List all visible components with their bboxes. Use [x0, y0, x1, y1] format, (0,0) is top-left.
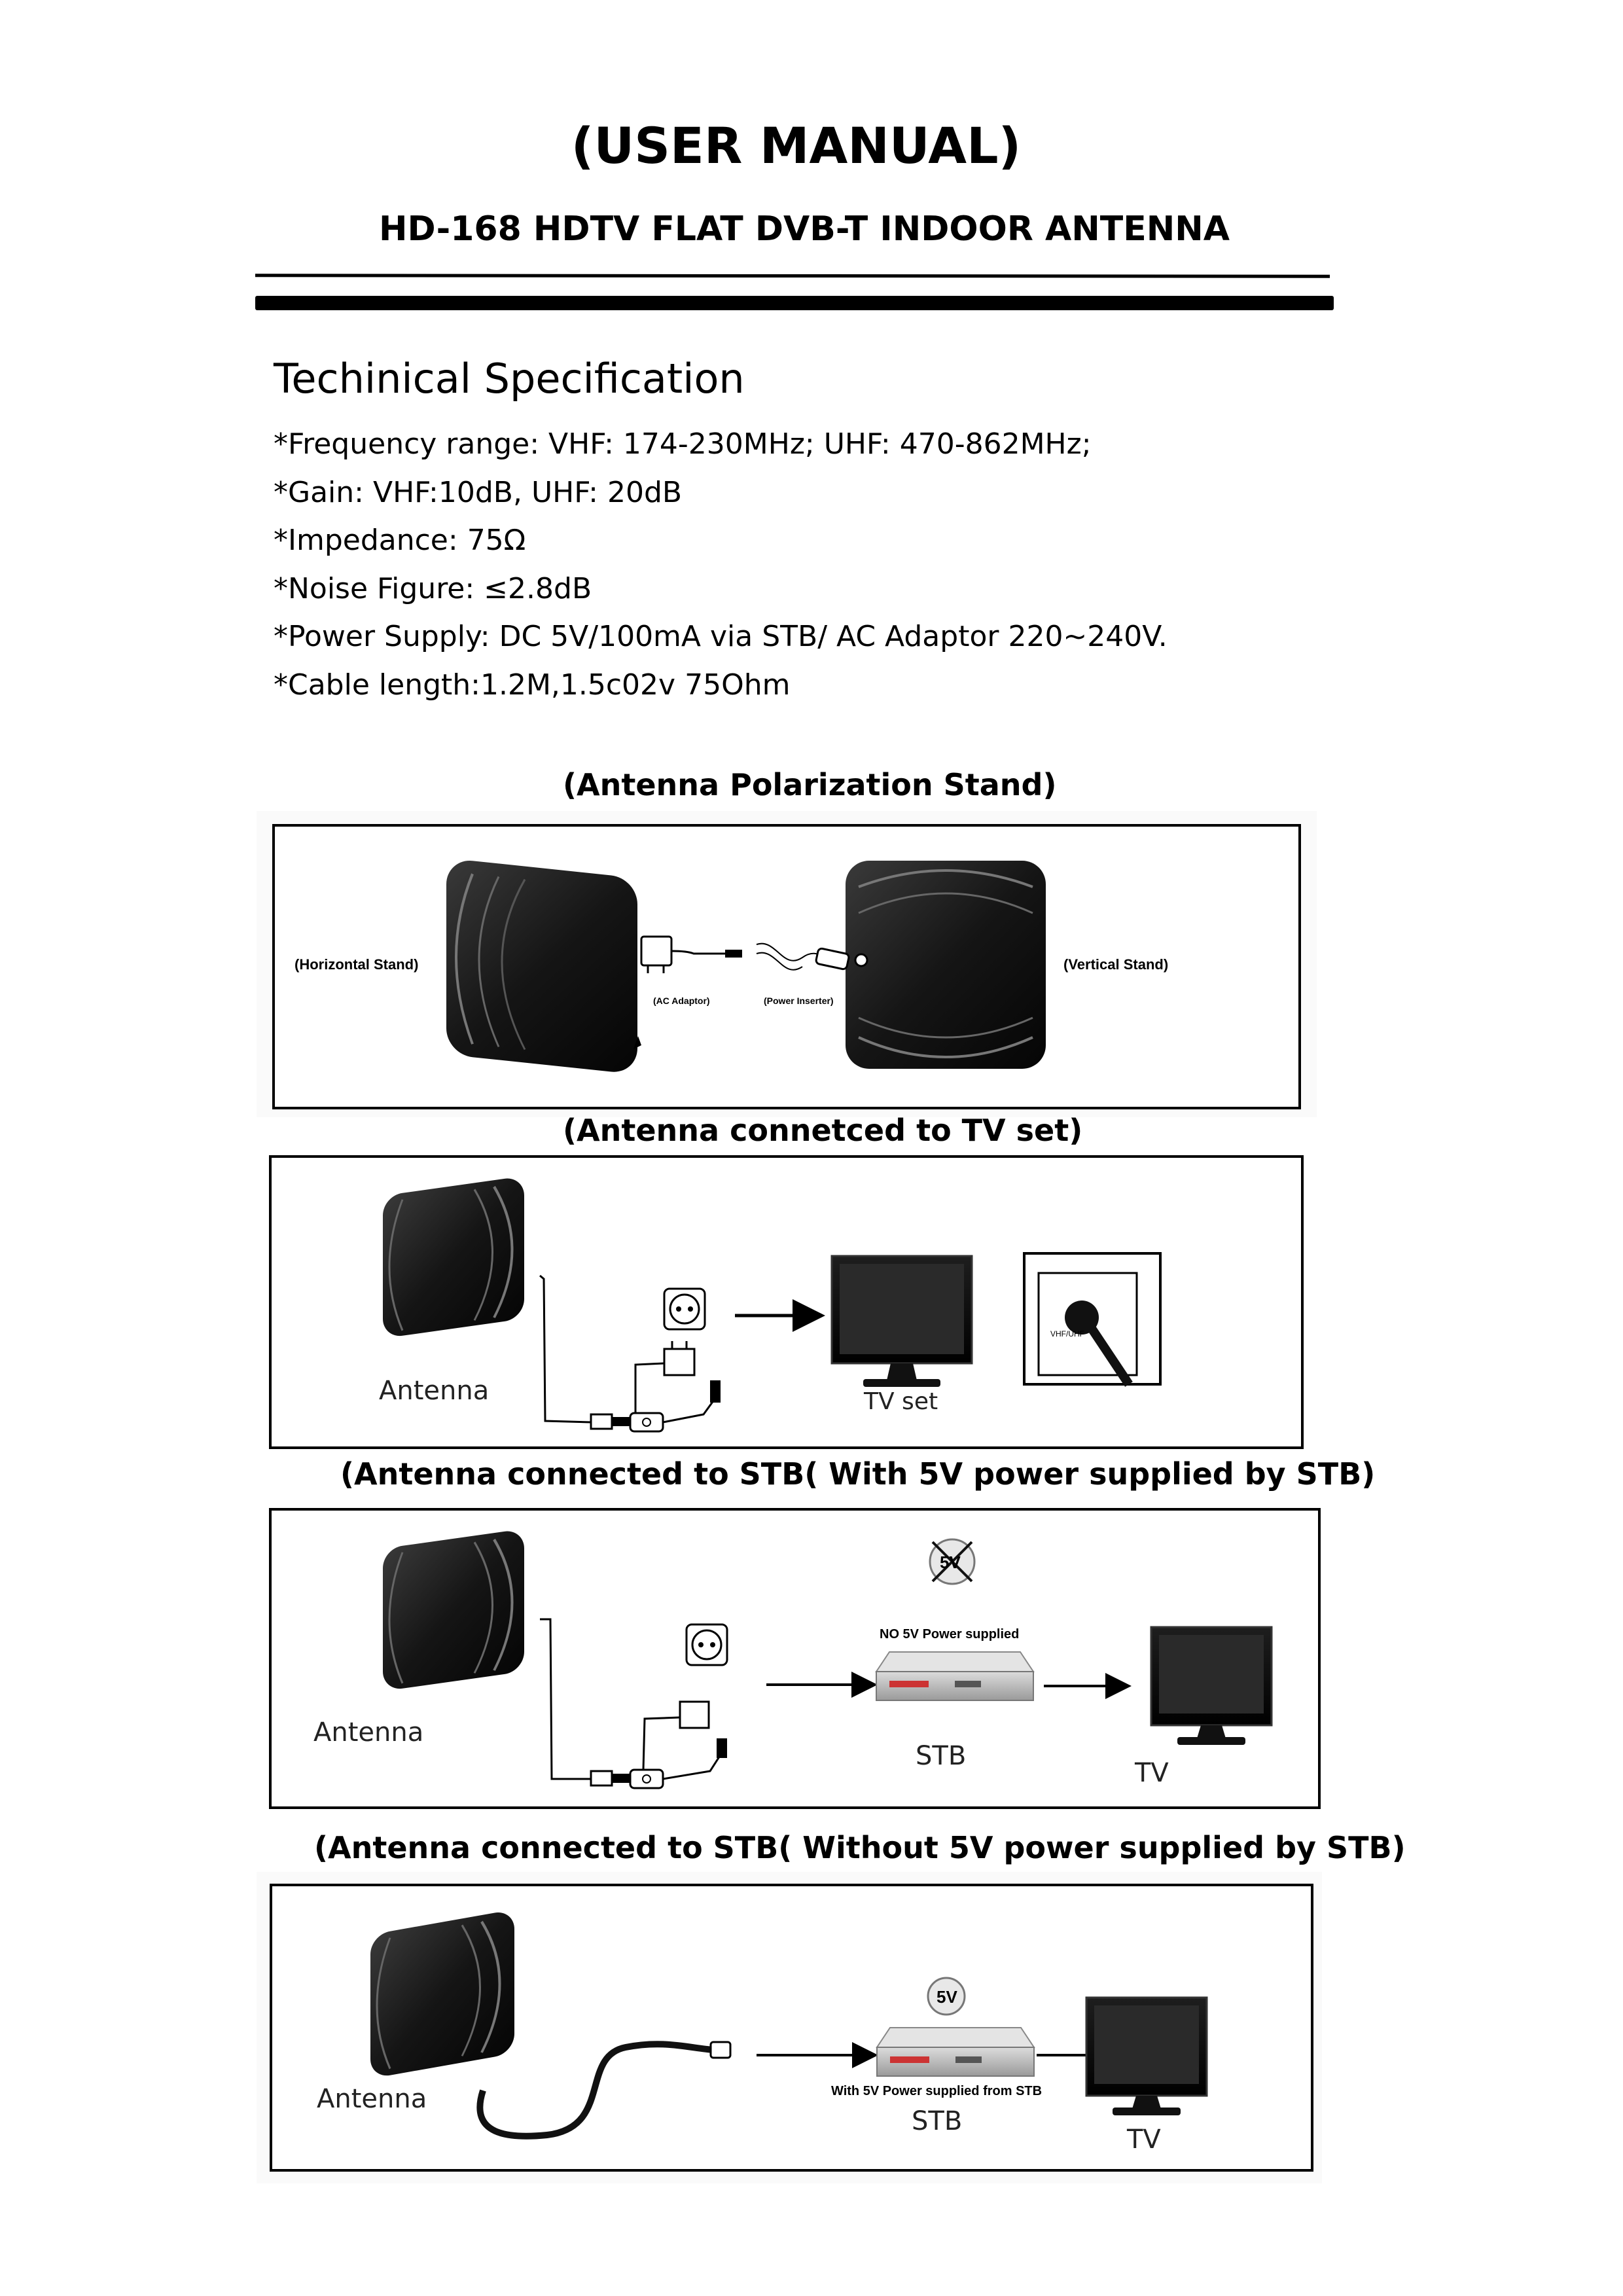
figure-caption-stb-without-power: (Antenna connected to STB( Without 5V po…	[314, 1830, 1406, 1865]
label-horizontal-stand: (Horizontal Stand)	[294, 956, 419, 973]
label-stb: STB	[916, 1741, 967, 1771]
spec-item-frequency: *Frequency range: VHF: 174-230MHz; UHF: …	[274, 427, 1092, 461]
stb-icon	[876, 2027, 1035, 2077]
figure-caption-stb-with-power: (Antenna connected to STB( With 5V power…	[340, 1456, 1376, 1492]
figure-stb-with-power-panel: Antenna 5V NO 5V Power supplied STB TV	[269, 1508, 1321, 1809]
antenna-icon	[383, 1531, 524, 1689]
label-stb: STB	[912, 2106, 963, 2136]
tv-icon	[1150, 1626, 1273, 1745]
label-tv: TV	[1135, 1758, 1169, 1788]
antenna-icon	[383, 1178, 524, 1336]
antenna-icon	[370, 1912, 514, 2076]
spec-item-noise-figure: *Noise Figure: ≤2.8dB	[274, 571, 592, 605]
no-power-badge	[929, 1538, 976, 1585]
antenna-socket-icon	[1023, 1252, 1162, 1387]
power-inserter-icon	[756, 942, 868, 971]
label-vhf-uhf: VHF/UHF	[1050, 1329, 1084, 1338]
label-power-note: With 5V Power supplied from STB	[831, 2084, 1043, 2098]
label-badge-5v: 5V	[940, 1552, 961, 1572]
antenna-vertical	[846, 861, 1046, 1069]
antenna-horizontal	[446, 860, 637, 1072]
label-ac-adaptor: (AC Adaptor)	[653, 996, 710, 1006]
wall-socket-icon	[663, 1287, 706, 1331]
figure-caption-polarization: (Antenna Polarization Stand)	[563, 767, 1057, 802]
tv-icon	[1085, 1996, 1208, 2115]
figure-caption-tv-set: (Antenna connetced to TV set)	[563, 1113, 1083, 1148]
label-badge-5v: 5V	[936, 1987, 957, 2007]
page-subtitle: HD-168 HDTV FLAT DVB-T INDOOR ANTENNA	[379, 209, 1230, 249]
tv-set-illustration	[383, 1178, 1162, 1433]
spec-item-power-supply: *Power Supply: DC 5V/100mA via STB/ AC A…	[274, 620, 1168, 653]
ac-adaptor-icon	[640, 935, 742, 973]
label-vertical-stand: (Vertical Stand)	[1063, 956, 1169, 973]
spec-item-gain: *Gain: VHF:10dB, UHF: 20dB	[274, 475, 683, 509]
label-power-inserter: (Power Inserter)	[764, 996, 834, 1006]
figure-stb-without-power-panel: Antenna 5V With 5V Power supplied from S…	[270, 1884, 1313, 2172]
stb-icon	[875, 1651, 1035, 1701]
stb-with-power-illustration	[383, 1531, 1273, 1789]
stb-without-power-illustration	[370, 1912, 1208, 2140]
label-tv: TV	[1127, 2125, 1161, 2155]
power-badge	[927, 1977, 966, 2016]
label-antenna: Antenna	[313, 1717, 424, 1748]
figure-tv-set-panel: Antenna TV set VHF/UHF	[269, 1155, 1304, 1449]
spec-heading: Techinical Specification	[274, 355, 745, 403]
label-antenna: Antenna	[379, 1376, 490, 1406]
spec-list: *Frequency range: VHF: 174-230MHz; UHF: …	[274, 420, 1168, 709]
spec-item-impedance: *Impedance: 75Ω	[274, 524, 526, 557]
divider-thin	[255, 274, 1330, 278]
divider-thick	[255, 296, 1334, 310]
wall-socket-icon	[685, 1623, 728, 1666]
tv-icon	[830, 1255, 973, 1387]
label-antenna: Antenna	[317, 2084, 427, 2114]
polarization-illustration	[446, 860, 1046, 1072]
page-title: (USER MANUAL)	[571, 117, 1022, 175]
label-no-power-note: NO 5V Power supplied	[880, 1627, 1020, 1641]
figure-polarization-panel: (Horizontal Stand) (Vertical Stand) (AC …	[272, 824, 1301, 1109]
spec-item-cable-length: *Cable length:1.2M,1.5c02v 75Ohm	[274, 668, 791, 702]
label-tv-set: TV set	[864, 1388, 938, 1415]
